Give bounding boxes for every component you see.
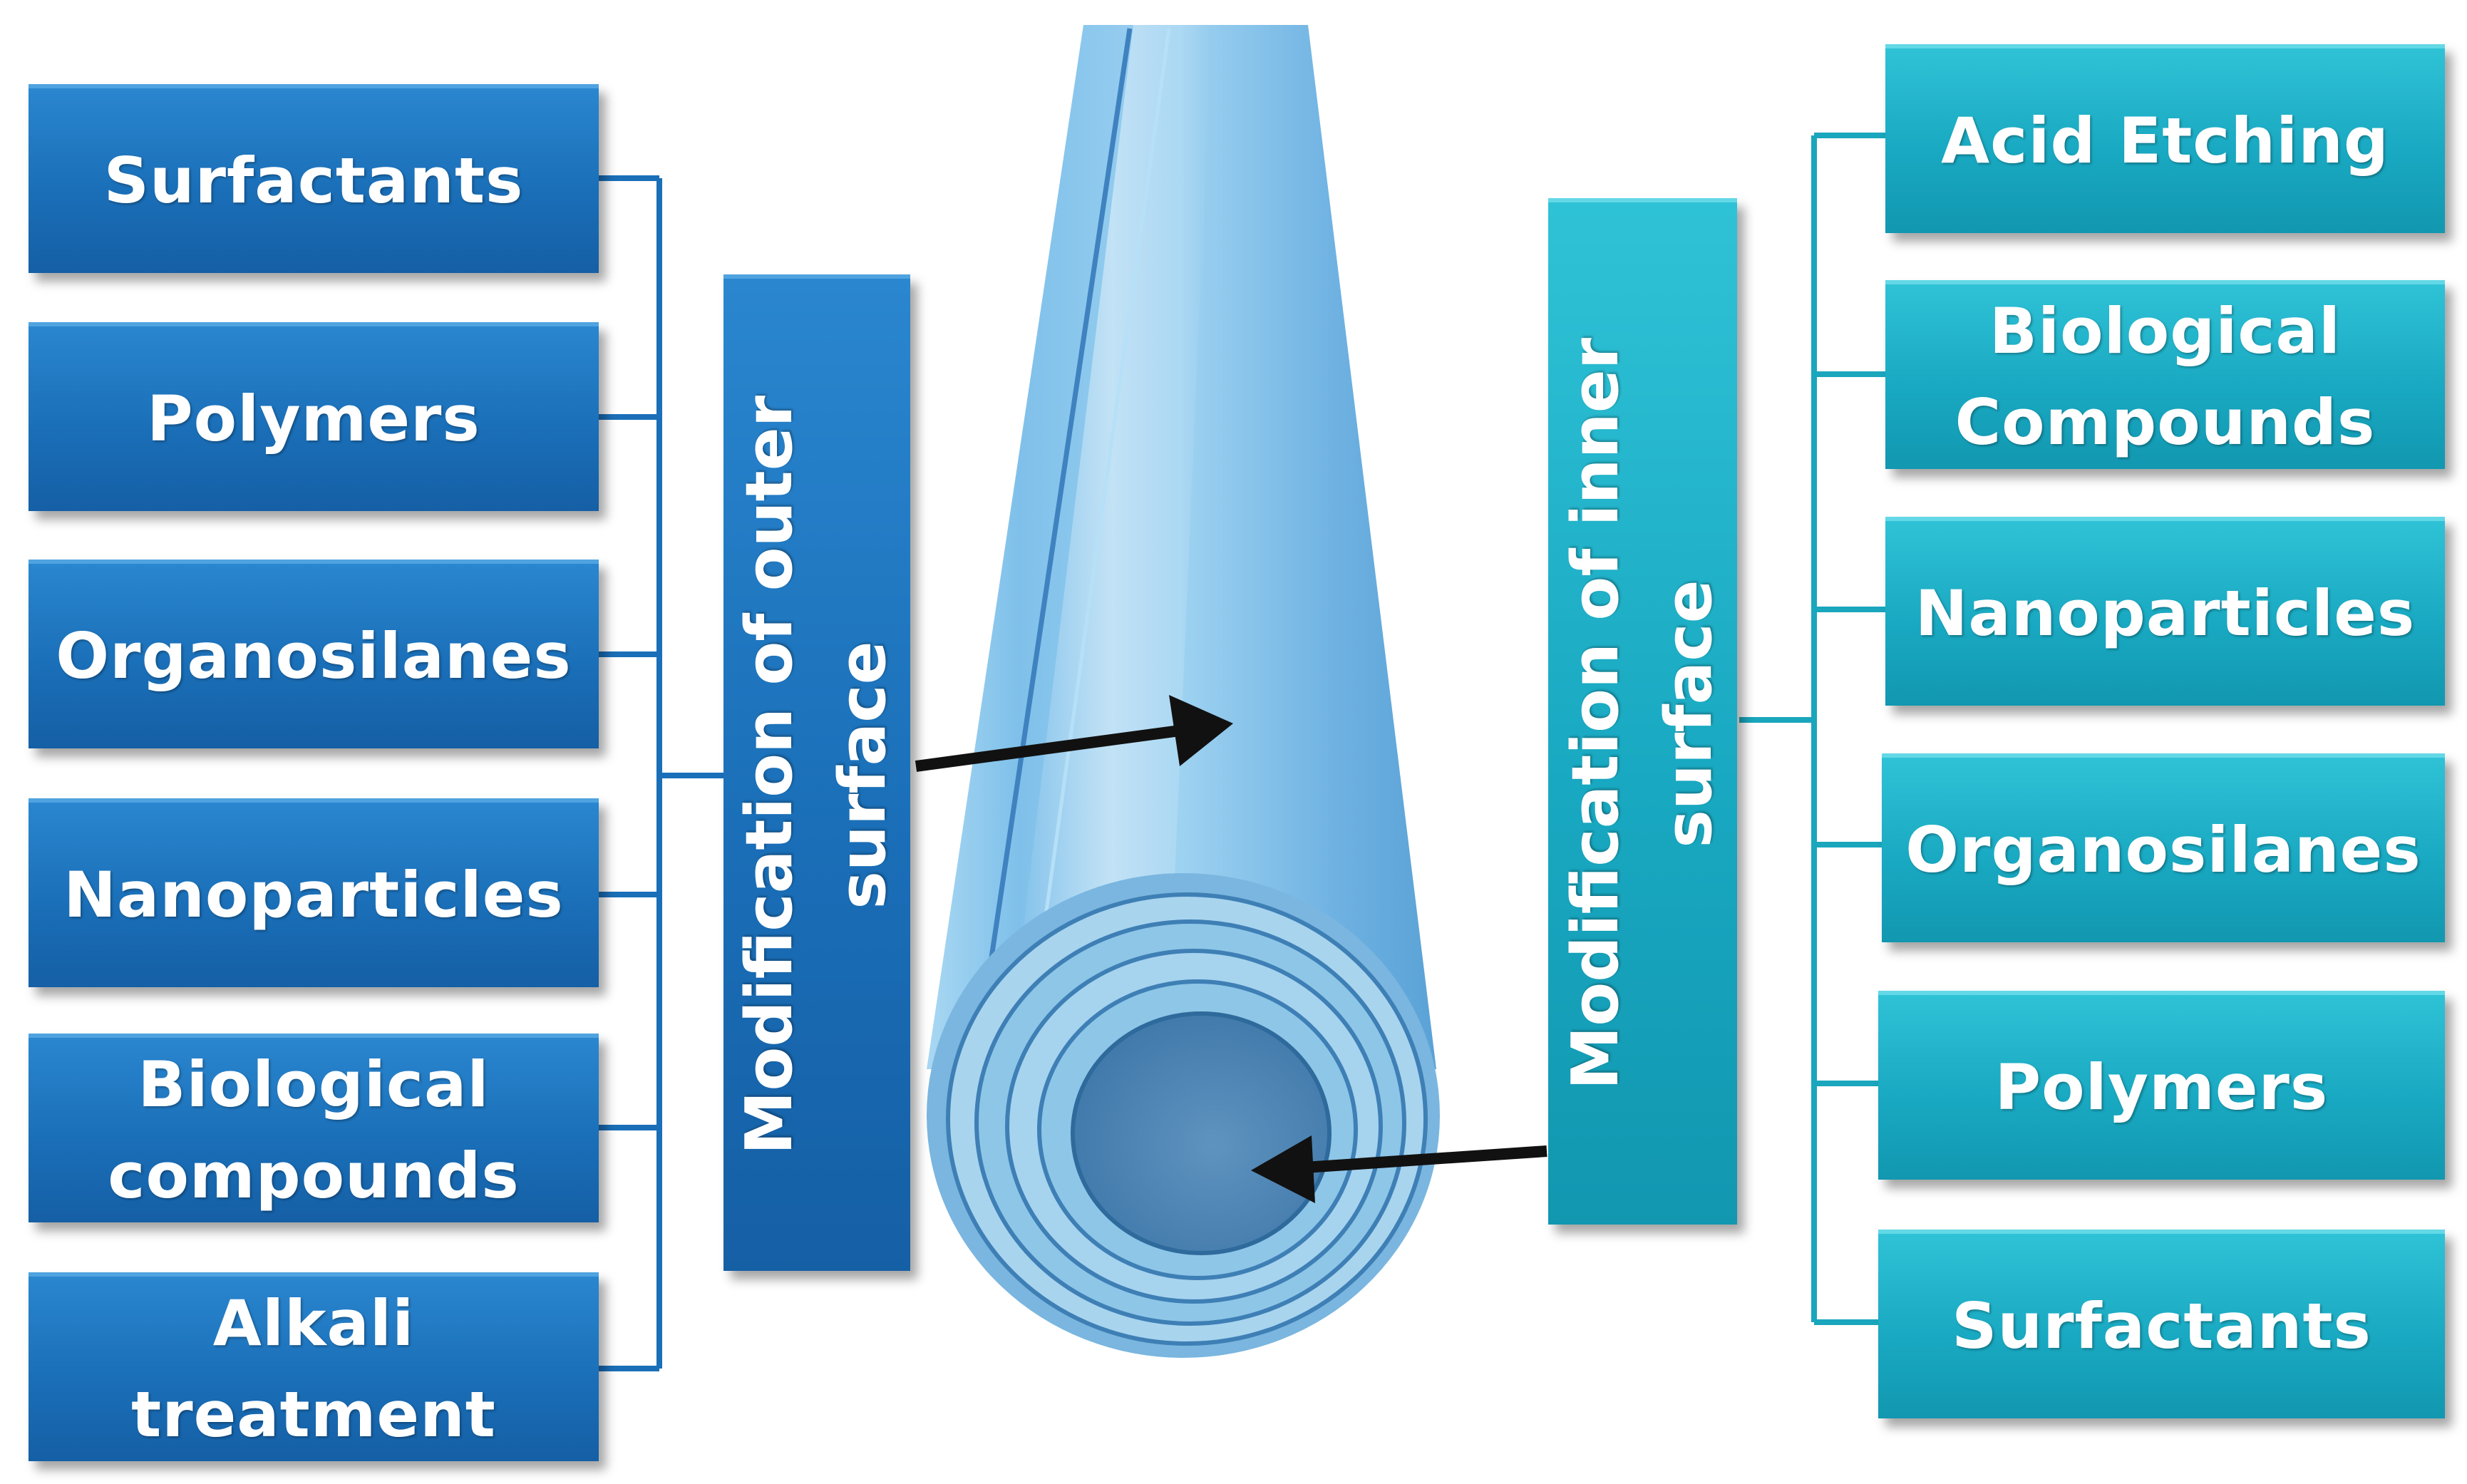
inner-item-text: Surfactants xyxy=(1952,1281,2371,1372)
inner-item-text: Polymers xyxy=(1995,1042,2329,1133)
outer-item-text: Nanoparticles xyxy=(63,850,564,941)
inner-item-text: Biological Compounds xyxy=(1955,286,2376,468)
outer-item-text: Alkali treatment xyxy=(29,1278,599,1460)
outer-item-label: Alkali treatment xyxy=(131,1286,496,1451)
outer-surface-title: Modification of outer surface xyxy=(724,395,910,1154)
inner-item-label-line2: Compounds xyxy=(1954,385,2376,459)
inner-surface-title-box: Modification of inner surface xyxy=(1548,198,1737,1225)
inner-connector-lines xyxy=(1739,133,1885,1325)
outer-item-text: Polymers xyxy=(147,373,480,465)
inner-item-text: Acid Etching xyxy=(1941,96,2389,187)
outer-item-label: Surfactants xyxy=(103,143,524,217)
inner-surface-title-line2: surface xyxy=(1651,579,1726,848)
outer-item-text: Biological compounds xyxy=(108,1039,519,1221)
inner-item-nanoparticles: Nanoparticles xyxy=(1885,517,2445,706)
inner-item-label: Organosilanes xyxy=(1905,813,2421,887)
inner-surface-title: Modification of inner surface xyxy=(1550,337,1736,1089)
outer-surface-title-box: Modification of outer surface xyxy=(723,274,910,1271)
outer-item-label: Polymers xyxy=(147,381,480,455)
outer-item-organosilanes: Organosilanes xyxy=(29,560,599,748)
outer-item-label-line1: Biological xyxy=(138,1047,490,1121)
inner-item-biological-compounds: Biological Compounds xyxy=(1885,280,2445,469)
outer-item-label: Organosilanes xyxy=(56,619,572,693)
inner-item-label: Acid Etching xyxy=(1941,103,2389,177)
inner-item-polymers: Polymers xyxy=(1878,991,2445,1180)
arrow-left-icon xyxy=(1251,1135,1547,1203)
outer-surface-title-line2: surface xyxy=(825,640,901,910)
inner-item-text: Organosilanes xyxy=(1905,805,2421,896)
outer-item-text: Organosilanes xyxy=(56,611,572,702)
inner-item-label: Polymers xyxy=(1994,1050,2329,1124)
outer-connector-lines xyxy=(599,175,726,1371)
nanotube-illustration xyxy=(927,25,1440,1358)
outer-item-nanoparticles: Nanoparticles xyxy=(29,798,599,987)
inner-item-organosilanes: Organosilanes xyxy=(1882,753,2445,942)
inner-item-surfactants: Surfactants xyxy=(1878,1230,2445,1418)
outer-item-label-line2: compounds xyxy=(108,1138,520,1212)
outer-item-alkali-treatment: Alkali treatment xyxy=(29,1272,599,1461)
inner-item-label-line1: Biological xyxy=(1989,294,2342,368)
inner-item-text: Nanoparticles xyxy=(1915,568,2416,659)
outer-item-surfactants: Surfactants xyxy=(29,84,599,273)
outer-item-label: Nanoparticles xyxy=(63,857,564,932)
inner-item-label: Nanoparticles xyxy=(1915,576,2416,650)
inner-item-label: Surfactants xyxy=(1952,1289,2371,1363)
outer-item-text: Surfactants xyxy=(104,135,524,227)
arrow-right-icon xyxy=(915,695,1233,772)
outer-surface-title-line1: Modification of outer xyxy=(732,395,808,1155)
outer-item-biological-compounds: Biological compounds xyxy=(29,1034,599,1222)
inner-surface-title-line1: Modification of inner xyxy=(1558,337,1633,1090)
outer-item-polymers: Polymers xyxy=(29,322,599,511)
inner-item-acid-etching: Acid Etching xyxy=(1885,44,2445,233)
